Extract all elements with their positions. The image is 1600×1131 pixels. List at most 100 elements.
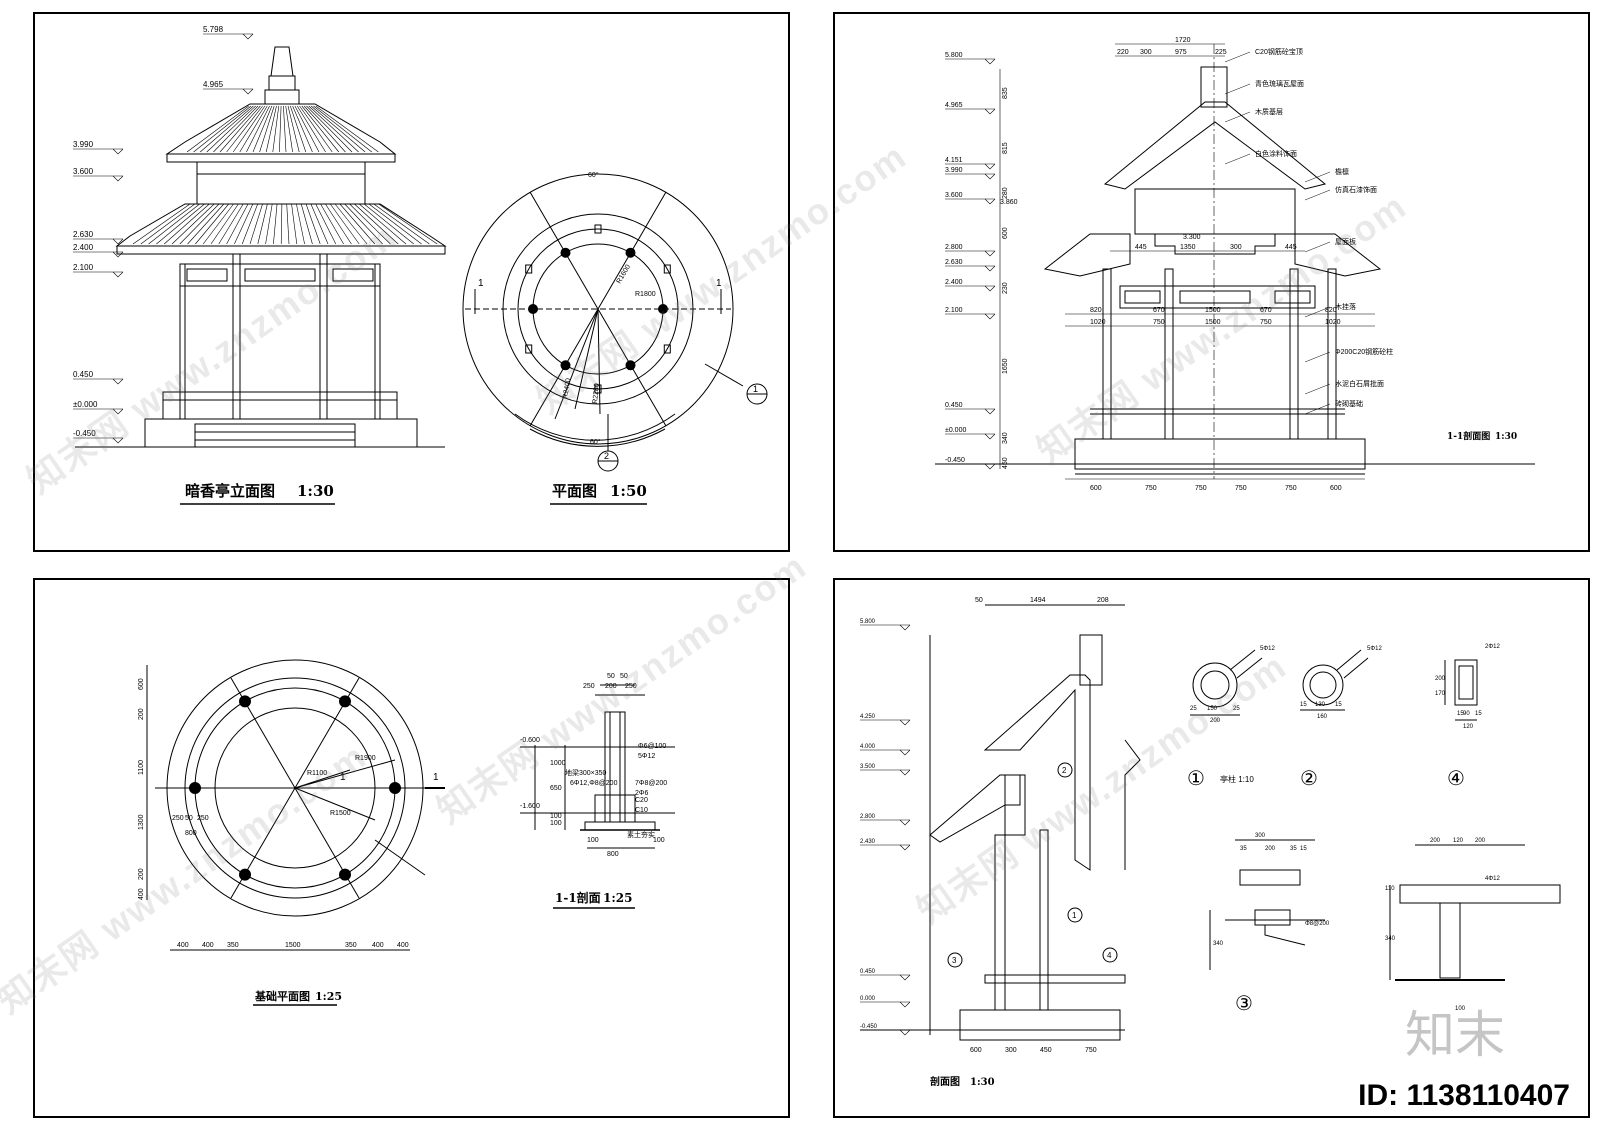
- elevation-plan-drawing: 5.7984.9653.9903.6002.6302.4002.1000.450…: [73, 25, 768, 505]
- detail-2-column: [1300, 649, 1369, 711]
- section-drawing: C20钢筋砼宝顶青色琉璃瓦屋面木质基层白色涂料饰面仿真石漆饰面檐檩屋面板木挂落Φ…: [935, 37, 1535, 492]
- elevation-level-mark: 2.100: [73, 263, 94, 272]
- plan-column: [625, 247, 636, 258]
- detail-number: ②: [1300, 768, 1318, 790]
- foundation-small-dim: 250: [172, 815, 184, 822]
- section-base-dim: 750: [1145, 485, 1157, 492]
- detail-base-dim: 300: [1005, 1047, 1017, 1054]
- section-level-mark: 5.800: [945, 52, 963, 59]
- plan-post: [663, 264, 671, 274]
- detail-level-mark: 0.000: [860, 996, 876, 1002]
- section-note: 水泥白石屑批面: [1335, 379, 1384, 388]
- section-note: 木质基层: [1255, 107, 1283, 116]
- plan-scale: 1:50: [610, 482, 647, 500]
- footing-section: [520, 684, 675, 849]
- footing-note: 5Φ12: [638, 753, 655, 760]
- foundation-left-dim: 400: [138, 888, 145, 900]
- foundation-left-dim: 200: [138, 868, 145, 880]
- foundation-bottom-dim: 350: [227, 942, 239, 949]
- section-level-mark: 3.600: [945, 192, 963, 199]
- detail-level-mark: 2.800: [860, 814, 876, 820]
- section-vertical-dim: 600: [1002, 227, 1009, 239]
- detail-rebar: 2Φ12: [1485, 644, 1500, 650]
- detail-lower-roof: [929, 774, 1021, 843]
- elevation-level-mark: 5.798: [203, 25, 224, 34]
- elevation-level-mark: 2.630: [73, 230, 94, 239]
- plan-angle-bottom: 60°: [590, 438, 601, 446]
- footing-dim: 250: [583, 683, 595, 690]
- detail-dim: 130: [1315, 702, 1326, 708]
- plan-cut-left: 1: [478, 278, 484, 289]
- detail-number: ③: [1235, 993, 1253, 1015]
- id-label: ID: 1138110407: [1358, 1079, 1570, 1112]
- detail-top-dim: 1494: [1030, 597, 1046, 604]
- detail-dim: 35: [1290, 846, 1297, 852]
- upper-drum: [196, 173, 366, 205]
- steps: [194, 423, 356, 448]
- footing-dim: 650: [550, 785, 562, 792]
- footing-level-1: -1.600: [520, 803, 540, 810]
- plan-angle-top: 60°: [588, 171, 599, 179]
- detail-4-beam: [1444, 659, 1478, 721]
- footing-dim: 50: [620, 673, 628, 680]
- footing-dim: 100: [550, 813, 562, 820]
- section-vertical-dim: 230: [1002, 282, 1009, 294]
- detail-dim: 160: [1317, 714, 1328, 720]
- section-span-dim: 300: [1230, 244, 1242, 251]
- elevation-level-mark: 3.990: [73, 140, 94, 149]
- detail-dim: 90: [1463, 711, 1470, 717]
- detail-5-joint: [1389, 844, 1561, 981]
- found-cut-right: 1: [433, 772, 439, 783]
- section-span-dim: 750: [1153, 319, 1165, 326]
- det-callout-3: 3: [952, 956, 957, 965]
- section-base-dim: 600: [1090, 485, 1102, 492]
- section-span-dim: 445: [1135, 244, 1147, 251]
- detail-dim: 25: [1190, 706, 1197, 712]
- plan-post: [594, 224, 602, 234]
- foundation-column: [239, 695, 251, 708]
- section-level-mark: 2.800: [945, 244, 963, 251]
- plan-column: [625, 360, 636, 371]
- section-vertical-dim: 1650: [1002, 358, 1009, 374]
- detail-dim: 15: [1300, 846, 1307, 852]
- footing-dim: 100: [587, 837, 599, 844]
- detail-rebar: 5Φ12: [1367, 646, 1382, 652]
- section-vertical-dim: 835: [1002, 87, 1009, 99]
- section-level-mark: 2.100: [945, 307, 963, 314]
- foundation-title: 基础平面图: [254, 989, 310, 1003]
- plan-cut-right: 1: [716, 278, 722, 289]
- finial: [268, 75, 296, 91]
- foundation-bottom-dim: 1500: [285, 942, 301, 949]
- detail-section-scale: 1:30: [970, 1077, 995, 1088]
- section-note: 砖砌基础: [1335, 399, 1363, 408]
- detail-finial: [1079, 634, 1103, 686]
- found-radius-2: R1500: [330, 810, 351, 817]
- section-base-dim: 750: [1195, 485, 1207, 492]
- footing-note: C20: [635, 797, 648, 804]
- foundation-small-dim: 50: [185, 815, 193, 822]
- foundation-left-dim: 1300: [138, 814, 145, 830]
- plan-radius-1: R1800: [635, 291, 656, 298]
- platform: [144, 418, 418, 448]
- detail-dim: 15: [1335, 702, 1342, 708]
- footing-note: 地梁300×350: [565, 768, 607, 777]
- foundation-bottom-dim: 400: [177, 942, 189, 949]
- section-span-dim: 445: [1285, 244, 1297, 251]
- footing-dim: 200: [605, 683, 617, 690]
- upper-roof: [1103, 101, 1327, 190]
- detail-dim: 200: [1435, 676, 1446, 682]
- section-vertical-dim: 450: [1002, 457, 1009, 469]
- lower-roof-left: [1043, 233, 1131, 277]
- detail-dim: 120: [1463, 724, 1474, 730]
- section-span-dim: 1020: [1090, 319, 1106, 326]
- footing-dim: 100: [550, 820, 562, 827]
- plan-view: [462, 173, 744, 454]
- foundation-bottom-dim: 400: [202, 942, 214, 949]
- detail-number: ④: [1447, 768, 1465, 790]
- section-note: 白色涂料饰面: [1255, 149, 1297, 158]
- det-callout-1: 1: [1072, 911, 1077, 920]
- footing-dim: 1000: [550, 760, 566, 767]
- section-span-dim: 820: [1325, 307, 1337, 314]
- plan-post: [525, 344, 533, 354]
- detail-section-title: 剖面图: [930, 1075, 960, 1088]
